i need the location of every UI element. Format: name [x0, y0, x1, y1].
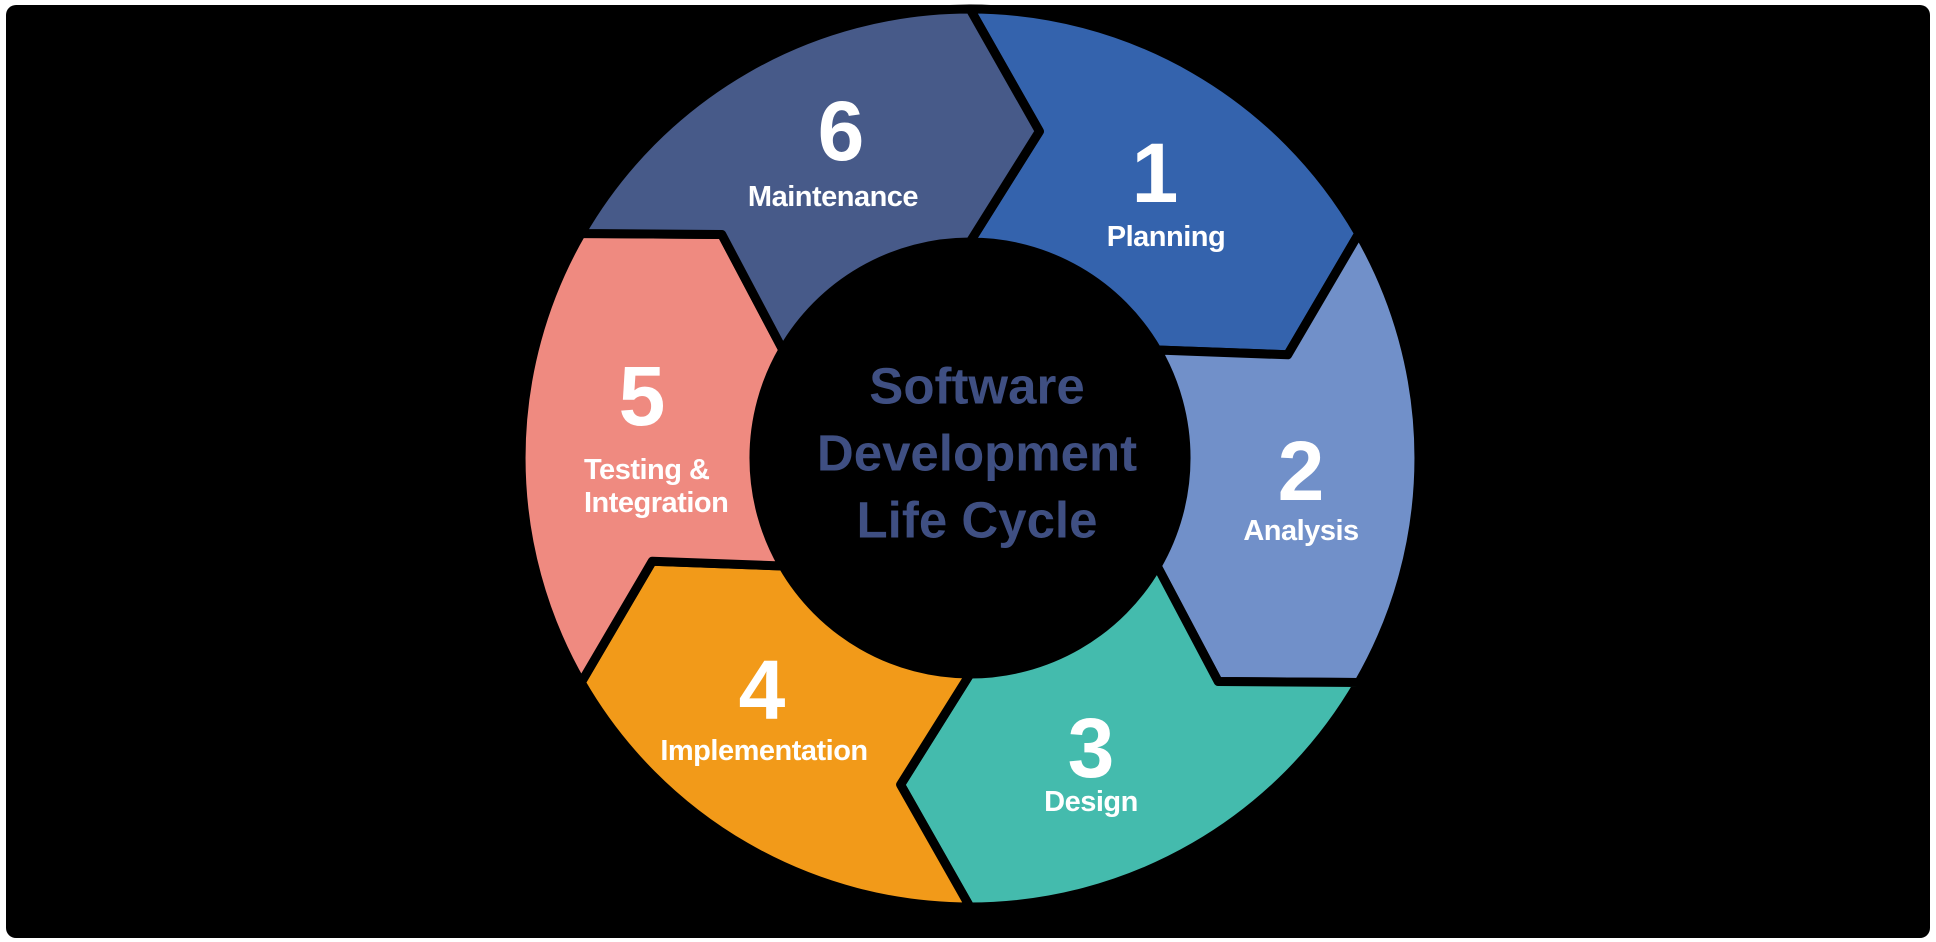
- segment-number-3: 3: [1068, 701, 1115, 795]
- diagram-title: Software Development Life Cycle: [817, 358, 1137, 549]
- segment-number-1: 1: [1132, 126, 1179, 220]
- segment-number-4: 4: [739, 643, 786, 737]
- title-line-2: Development: [817, 425, 1137, 482]
- segment-shape-maintenance: [576, 4, 1044, 355]
- segment-label-implementation: Implementation: [660, 735, 867, 767]
- segment-shape-analysis: [1152, 229, 1424, 687]
- segment-shape-planning: [965, 4, 1364, 360]
- segment-label-analysis: Analysis: [1243, 515, 1358, 547]
- segment-shape-implementation: [576, 556, 975, 912]
- segment-shape-design: [896, 561, 1364, 912]
- segment-label-testing-integration-line-1: Testing &: [584, 454, 710, 486]
- segment-label-design: Design: [1044, 786, 1138, 818]
- segment-label-planning: Planning: [1107, 221, 1225, 253]
- segment-number-6: 6: [818, 84, 865, 178]
- title-line-3: Life Cycle: [857, 492, 1098, 549]
- segment-number-2: 2: [1278, 424, 1325, 518]
- segment-number-5: 5: [619, 349, 666, 443]
- segment-shape-testing-integration: [516, 229, 788, 687]
- segment-label-maintenance: Maintenance: [748, 181, 919, 213]
- segment-label-testing-integration-line-2: Integration: [584, 487, 728, 519]
- title-line-1: Software: [869, 358, 1084, 415]
